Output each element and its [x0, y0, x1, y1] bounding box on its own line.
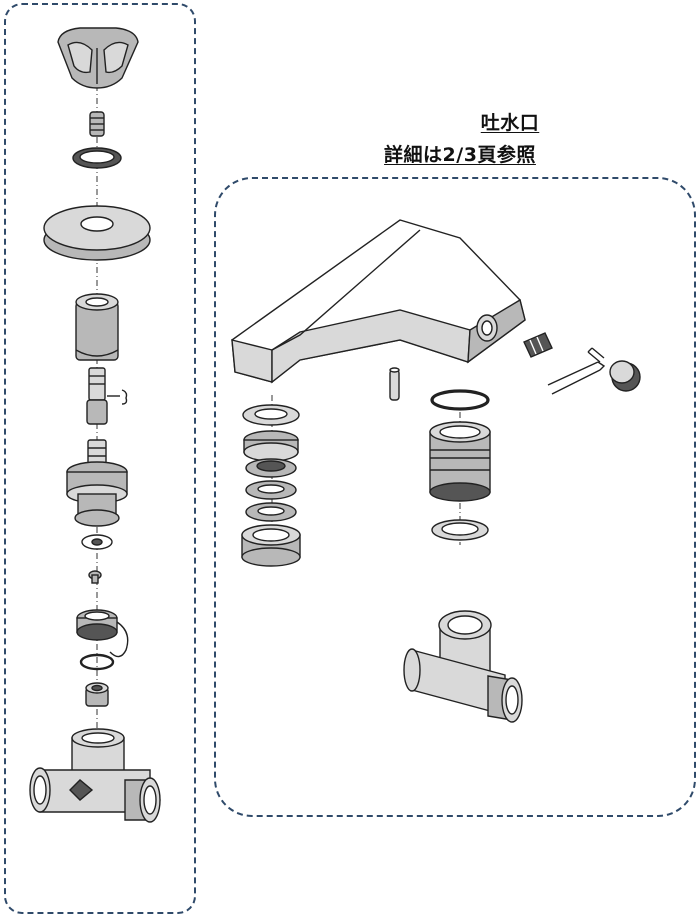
right-dashed-frame — [214, 177, 696, 817]
left-dashed-frame — [4, 3, 196, 914]
aerator-stack-part — [241, 404, 301, 567]
spout-o-ring-part — [430, 389, 490, 411]
flat-washer-part — [431, 519, 489, 541]
washer-part — [81, 534, 113, 550]
nut-ring-part — [72, 147, 122, 169]
sleeve-part — [75, 293, 119, 361]
spout-body-part — [231, 219, 526, 384]
valve-seat-part — [76, 609, 129, 658]
set-screw-part — [523, 332, 553, 358]
hex-key-part — [547, 347, 606, 395]
small-screw-part — [88, 570, 102, 584]
o-ring-part — [79, 653, 115, 671]
spout-title: 吐水口 — [480, 112, 540, 134]
spout-detail-reference: 詳細は2/3頁参照 — [384, 144, 536, 166]
pin-part — [389, 367, 400, 401]
valve-head-part — [66, 439, 128, 527]
tee-fitting-part — [403, 610, 523, 723]
union-part — [429, 421, 491, 502]
valve-body-part — [29, 728, 161, 823]
handle-screw-part — [89, 111, 105, 137]
packing-part — [85, 682, 109, 707]
escutcheon-part — [43, 205, 151, 261]
handle-part — [57, 27, 139, 89]
cap-part — [609, 360, 641, 392]
spindle-part — [86, 367, 128, 425]
